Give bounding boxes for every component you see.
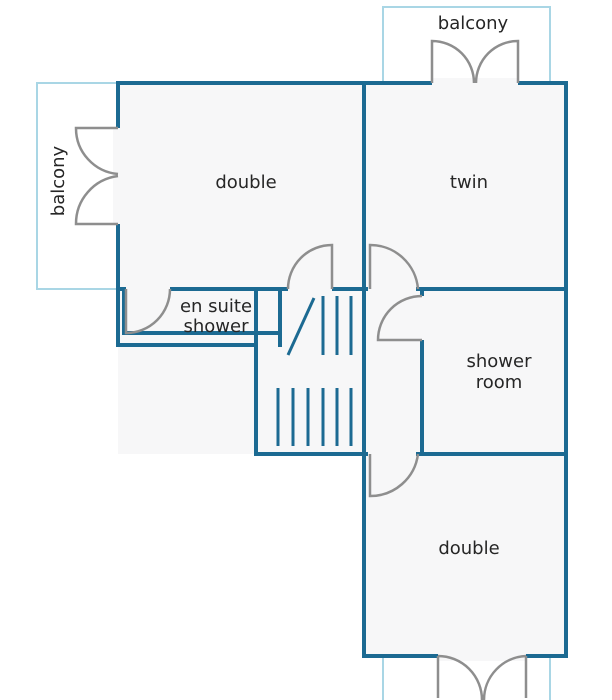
floor-top <box>118 83 566 289</box>
opening-en-suite <box>126 284 170 294</box>
balcony-label-top: balcony <box>438 13 509 34</box>
door-top-balcony <box>430 39 520 84</box>
door-shower-room <box>376 294 423 342</box>
door-twin <box>368 243 420 290</box>
balcony-label-left: balcony <box>48 145 69 216</box>
balcony-left-area <box>36 82 119 290</box>
room-label-double-upper: double <box>215 172 276 193</box>
opening-bottom-balcony <box>438 651 526 661</box>
door-double-lower <box>368 453 420 498</box>
opening-double-lower <box>368 449 416 459</box>
floor-middle <box>118 289 566 454</box>
room-label-double-lower: double <box>438 538 499 559</box>
stair-direction-line <box>286 297 316 356</box>
room-label-twin: twin <box>450 172 488 193</box>
door-bottom-balcony <box>436 654 528 700</box>
opening-twin <box>368 284 416 294</box>
opening-double-upper <box>288 284 332 294</box>
room-label-shower-room-line1: shower <box>467 351 533 372</box>
door-double-upper <box>286 243 334 290</box>
room-label-en-suite-line1: en suite <box>180 296 252 317</box>
room-label-shower-room-line2: room <box>476 372 523 393</box>
opening-shower-room <box>417 296 427 340</box>
door-en-suite <box>124 288 172 335</box>
room-label-en-suite-line2: shower <box>184 316 250 337</box>
staircase <box>276 296 353 446</box>
door-left-balcony <box>74 126 119 226</box>
balcony-top-area <box>382 6 551 83</box>
